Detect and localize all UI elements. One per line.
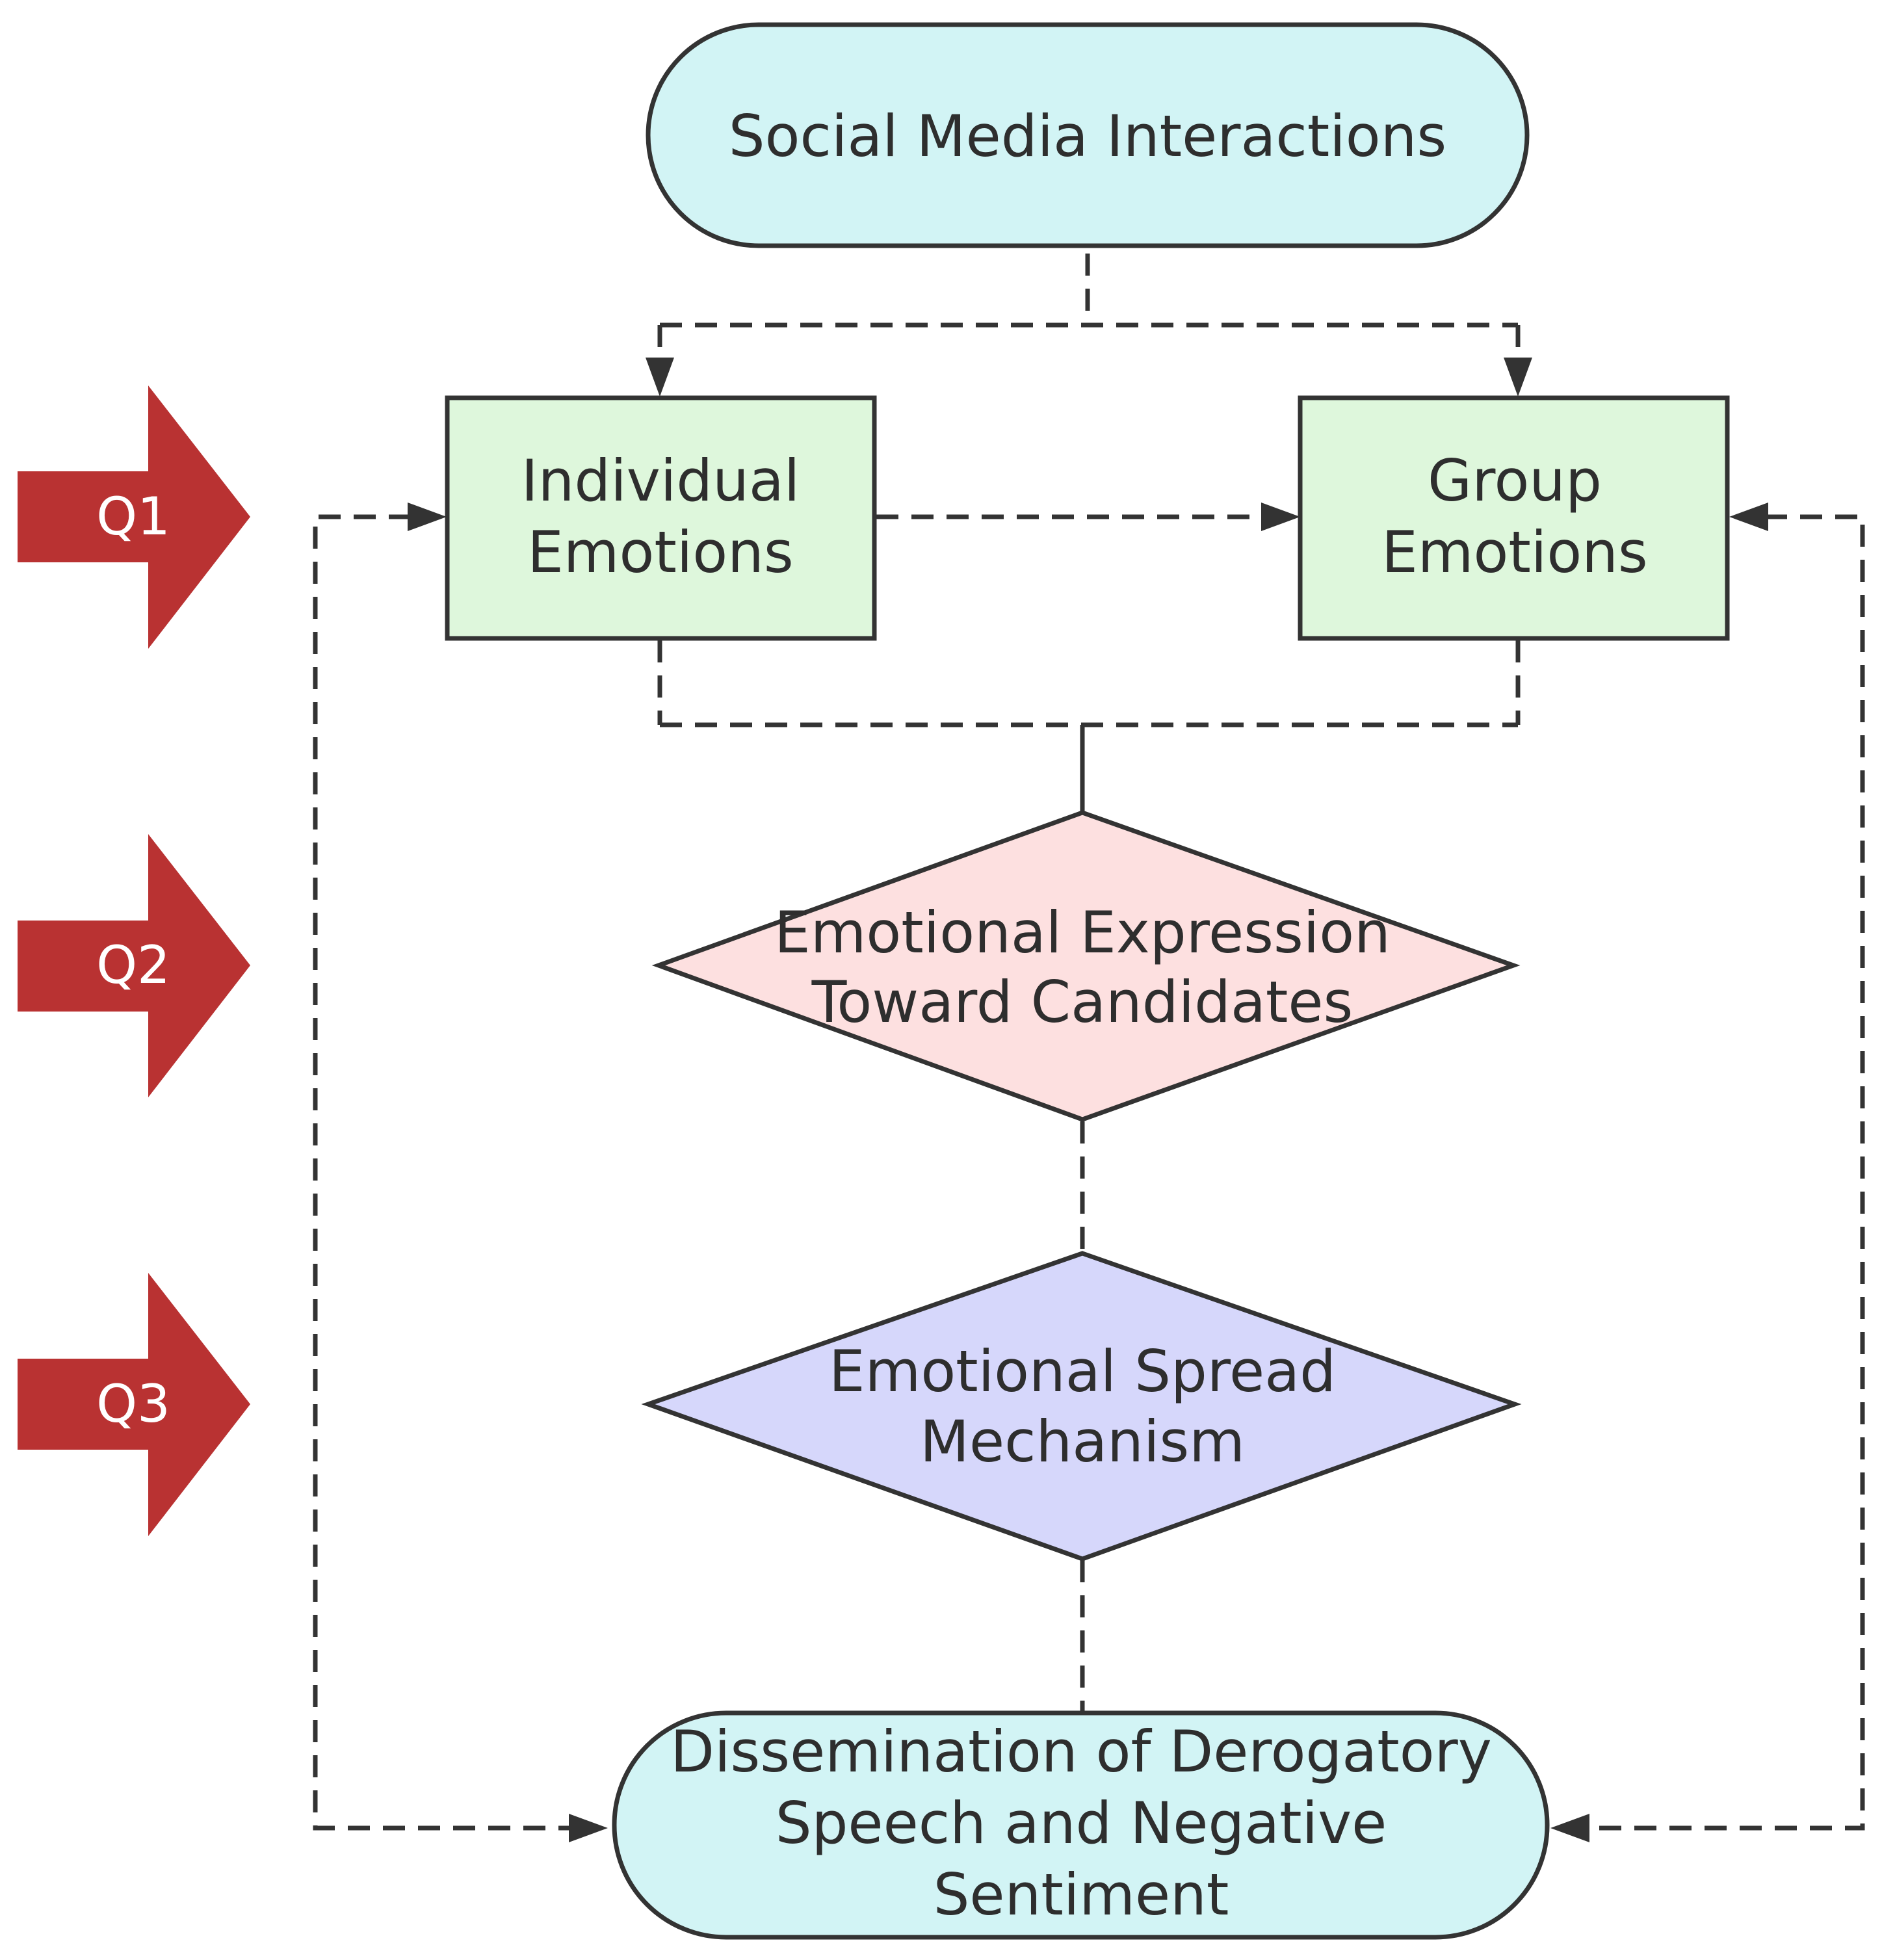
node-dissemination: Dissemination of Derogatory Speech and N…: [612, 1710, 1550, 1940]
node-group-label-line2: Emotions: [1381, 519, 1648, 586]
node-group-emotions: Group Emotions: [1298, 395, 1730, 641]
node-expression-shape: [651, 810, 1521, 1122]
marker-q1: Q1: [18, 385, 250, 649]
node-emotional-spread: Emotional Spread Mechanism: [641, 1251, 1522, 1561]
arrowhead-individual-top: [646, 358, 674, 397]
arrowhead-dissemination-right: [1550, 1814, 1589, 1842]
marker-q3: Q3: [18, 1273, 250, 1536]
edges: [313, 254, 1865, 1842]
marker-q1-label: Q1: [96, 486, 170, 547]
node-expression-label-line2: Toward Candidates: [811, 969, 1353, 1036]
node-group-label-line1: Group: [1428, 447, 1602, 514]
marker-q1-arrow: [18, 385, 250, 649]
node-individual-emotions: Individual Emotions: [445, 395, 877, 641]
node-social-media-interactions: Social Media Interactions: [646, 22, 1530, 248]
node-individual-label-line1: Individual: [521, 447, 800, 514]
marker-q2-arrow: [18, 834, 250, 1097]
node-group-shape: [1298, 395, 1730, 641]
node-spread-shape: [641, 1251, 1522, 1561]
edge-left-loop: [313, 514, 572, 1831]
marker-q2: Q2: [18, 834, 250, 1097]
node-social-media-shape: [646, 22, 1530, 248]
node-spread-label-line1: Emotional Spread: [829, 1338, 1336, 1405]
edge-right-loop: [1586, 514, 1865, 1831]
arrowhead-dissemination-left: [569, 1814, 608, 1842]
node-spread-label-line2: Mechanism: [920, 1408, 1245, 1475]
node-individual-shape: [445, 395, 877, 641]
arrowhead-individual-left: [408, 503, 447, 531]
arrowhead-group-top: [1504, 358, 1532, 397]
arrowhead-group-left: [1261, 503, 1300, 531]
node-individual-label-line2: Emotions: [527, 519, 794, 586]
node-dissemination-shape: [612, 1710, 1550, 1940]
node-social-media-label: Social Media Interactions: [729, 103, 1446, 170]
node-emotional-expression: Emotional Expression Toward Candidates: [651, 810, 1521, 1122]
node-dissemination-label-line1: Dissemination of Derogatory: [670, 1718, 1492, 1785]
node-dissemination-label-line3: Sentiment: [934, 1861, 1229, 1928]
node-dissemination-label-line2: Speech and Negative: [776, 1790, 1387, 1857]
marker-q3-label: Q3: [96, 1374, 170, 1434]
marker-q3-arrow: [18, 1273, 250, 1536]
arrowhead-group-right: [1729, 503, 1768, 531]
node-expression-label-line1: Emotional Expression: [774, 899, 1391, 966]
marker-q2-label: Q2: [96, 935, 170, 995]
